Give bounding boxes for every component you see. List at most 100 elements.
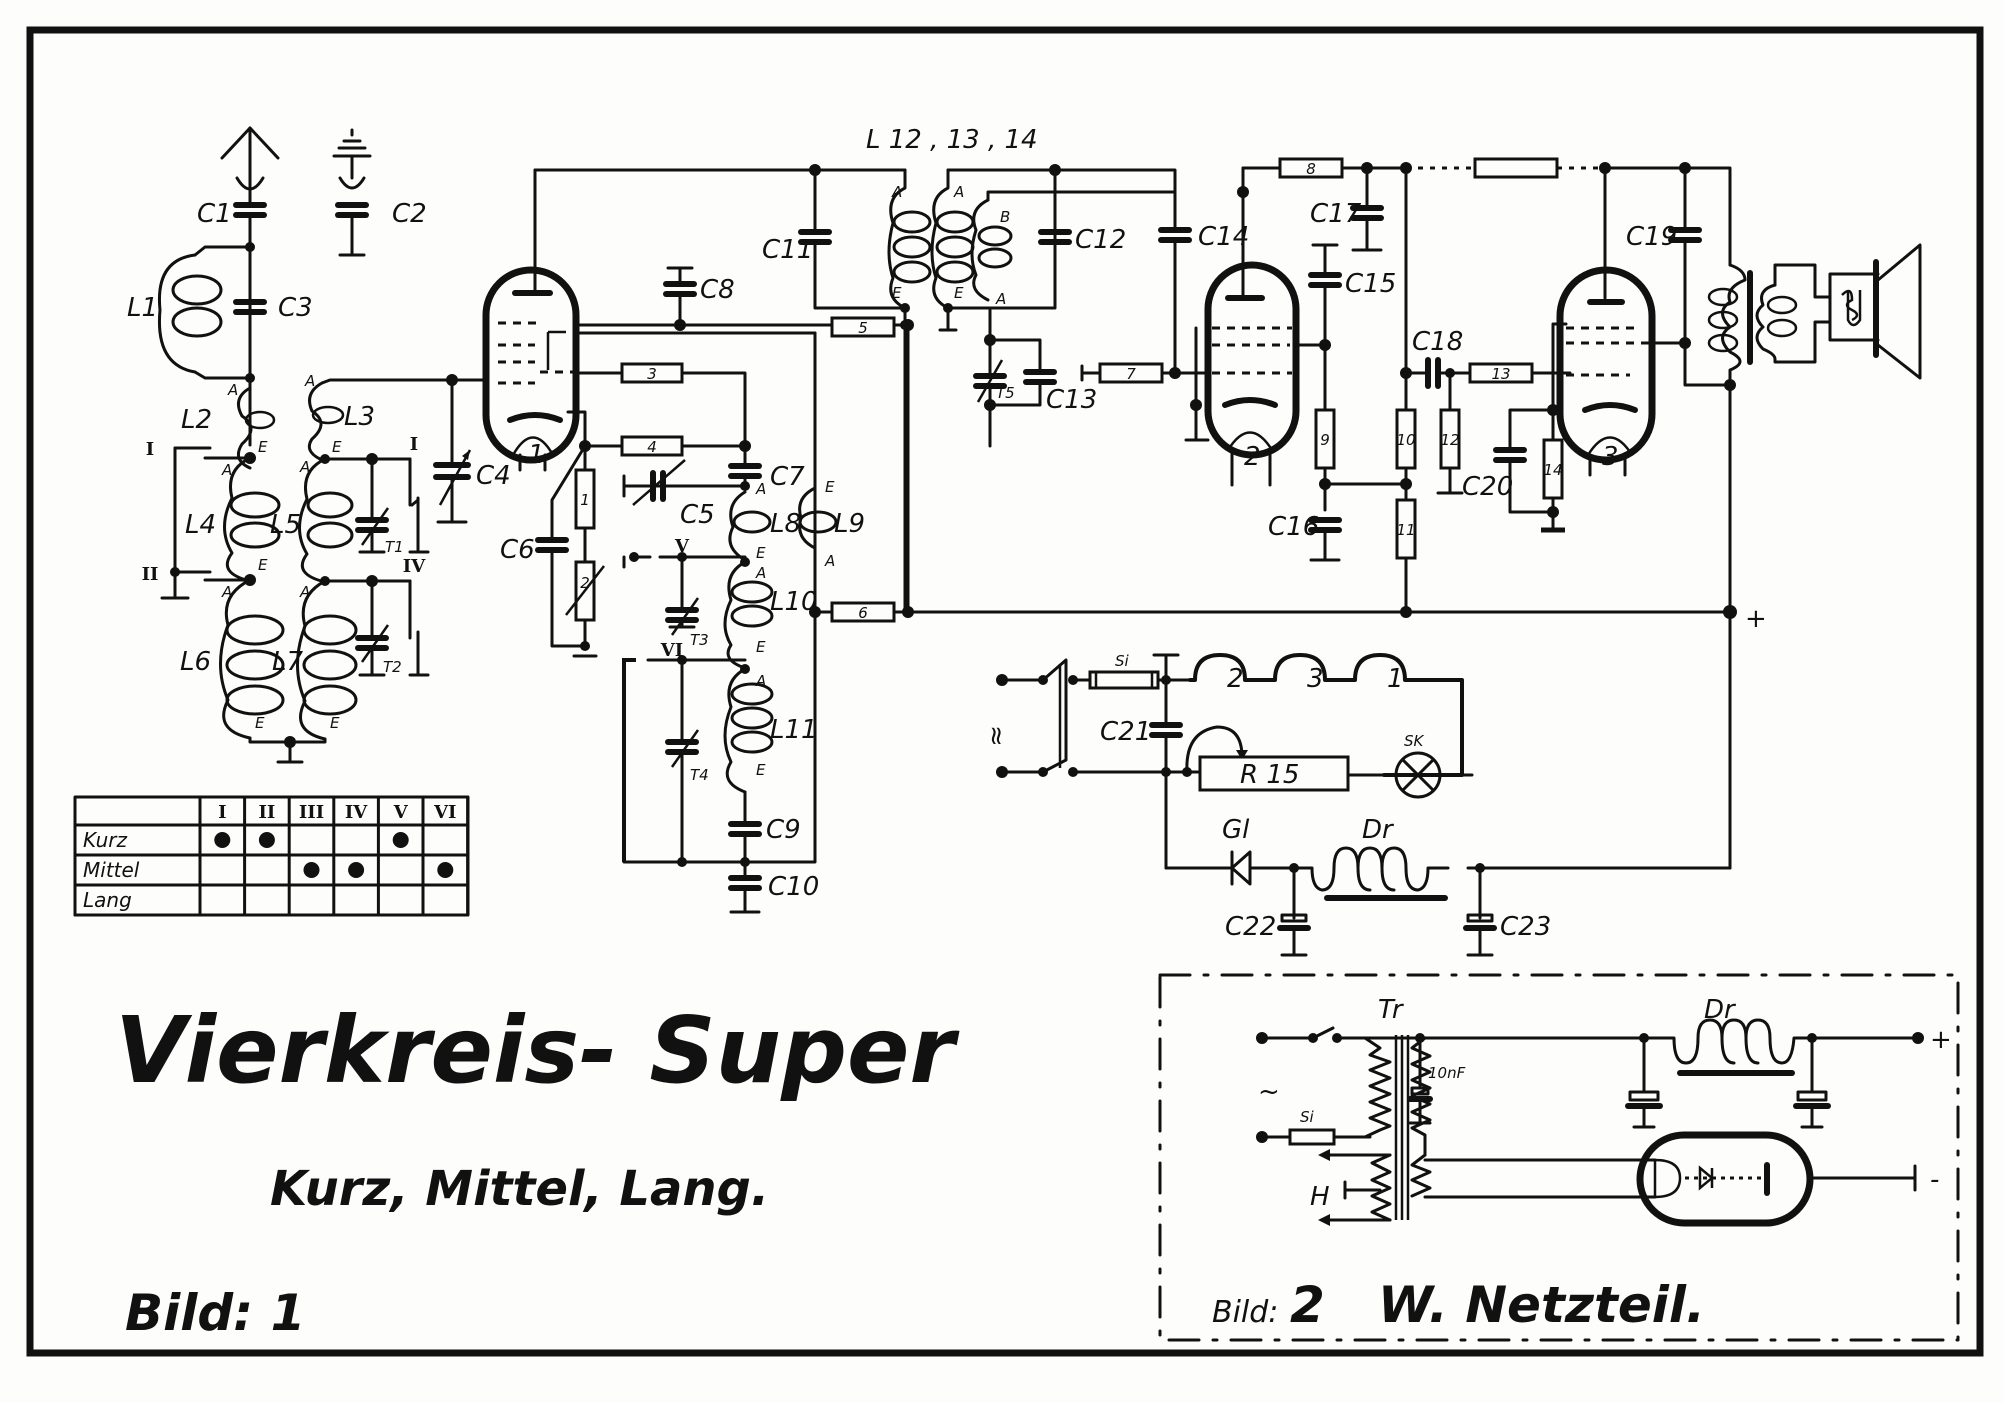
svg-text:A: A xyxy=(227,381,238,399)
svg-text:E: E xyxy=(892,284,902,302)
nt-filter-cap-1 xyxy=(1625,1036,1663,1129)
coil-l1: L1 xyxy=(127,245,252,380)
svg-text:E: E xyxy=(255,714,265,732)
heater-bulbs: 2 3 1 xyxy=(1188,653,1464,777)
mains-switch: ≈ xyxy=(981,658,1078,778)
svg-text:E: E xyxy=(756,638,766,656)
svg-text:I: I xyxy=(410,434,418,455)
capacitor-c2: C2 xyxy=(335,199,427,257)
label-l9: L9 xyxy=(834,509,865,539)
svg-text:IV: IV xyxy=(403,556,426,577)
antenna-icon xyxy=(220,126,280,207)
capacitor-c10: C10 xyxy=(728,860,819,914)
label-c6: C6 xyxy=(500,535,535,565)
coil-l4: L4 A E xyxy=(185,456,281,583)
svg-text:T4: T4 xyxy=(690,766,709,784)
trimmer-t1: T1 I xyxy=(323,434,430,556)
svg-text:A: A xyxy=(953,183,964,201)
resistor-16 xyxy=(1406,157,1605,179)
svg-text:13: 13 xyxy=(1491,365,1510,383)
label-c8: C8 xyxy=(700,275,735,305)
label-c20: C20 xyxy=(1462,472,1513,502)
svg-text:A: A xyxy=(824,552,835,570)
svg-text:7: 7 xyxy=(1126,365,1136,383)
capacitor-c15: C15 xyxy=(1308,243,1396,412)
svg-text:9: 9 xyxy=(1320,431,1330,449)
svg-text:Gl: Gl xyxy=(1222,815,1250,845)
table-contact-closed-dot xyxy=(258,832,275,848)
resistor-6: 6 xyxy=(813,601,910,623)
label-l4: L4 xyxy=(185,510,216,540)
svg-text:1: 1 xyxy=(1387,664,1404,694)
svg-text:11: 11 xyxy=(1396,521,1415,539)
label-l11: L11 xyxy=(770,715,818,745)
svg-text:3: 3 xyxy=(1307,664,1324,694)
label-c9: C9 xyxy=(766,815,801,845)
capacitor-c16: C16 xyxy=(1268,512,1342,562)
capacitor-c23: C23 xyxy=(1463,866,1551,957)
svg-text:E: E xyxy=(330,714,340,732)
table-contact-closed-dot xyxy=(392,832,409,848)
output-transformer xyxy=(1707,263,1832,387)
label-c5: C5 xyxy=(680,500,715,530)
label-l3: L3 xyxy=(344,402,375,432)
page-frame xyxy=(26,26,1984,1357)
resistor-7: 7 xyxy=(1080,362,1212,384)
label-c16: C16 xyxy=(1268,512,1319,542)
capacitor-c18: C18 xyxy=(1404,327,1472,389)
svg-text:6: 6 xyxy=(858,604,868,622)
document-title: Vierkreis- Super xyxy=(115,997,960,1104)
coil-l11: L11 A E xyxy=(723,667,818,794)
table-column-header: II xyxy=(258,802,275,823)
capacitor-c17: C17 xyxy=(1310,166,1384,252)
svg-text:12: 12 xyxy=(1440,431,1459,449)
svg-text:2: 2 xyxy=(1227,664,1244,694)
svg-text:A: A xyxy=(755,672,766,690)
label-c19: C19 xyxy=(1626,222,1677,252)
figure-1-label: Bild: 1 xyxy=(125,1284,305,1342)
label-l6: L6 xyxy=(180,647,211,677)
table-contact-closed-dot xyxy=(214,832,231,848)
label-c13: C13 xyxy=(1046,385,1097,415)
svg-text:3: 3 xyxy=(647,365,657,383)
label-c14: C14 xyxy=(1198,222,1249,252)
label-tube-1: 1 xyxy=(528,440,545,470)
capacitor-c14: C14 xyxy=(1158,222,1249,375)
svg-text:10nF: 10nF xyxy=(1428,1064,1466,1082)
fuse-si: Si xyxy=(1071,652,1192,690)
rectifier-gl: Gl xyxy=(1222,815,1296,886)
capacitor-c7: C7 xyxy=(728,444,805,492)
nt-fuse: Si xyxy=(1260,1108,1372,1146)
capacitor-c5-variable: C5 xyxy=(622,459,747,530)
label-tube-2: 2 xyxy=(1244,442,1261,472)
label-c11: C11 xyxy=(762,235,813,265)
svg-text:B: B xyxy=(1000,208,1010,226)
label-l8: L8 xyxy=(770,509,801,539)
resistor-11: 11 xyxy=(1395,498,1417,614)
label-l5: L5 xyxy=(270,510,301,540)
table-column-header: IV xyxy=(345,802,368,823)
ground-antenna-icon xyxy=(332,128,372,190)
trimmer-t2: T2 IV xyxy=(323,556,430,677)
trimmer-t3: T3 V xyxy=(622,536,747,649)
svg-text:A: A xyxy=(755,480,766,498)
coil-l5: L5 A xyxy=(270,457,354,584)
svg-text:10: 10 xyxy=(1396,431,1415,449)
resistor-r15: R 15 xyxy=(1185,725,1397,792)
label-c12: C12 xyxy=(1075,225,1126,255)
nt-transformer: Tr H xyxy=(1310,995,1432,1226)
svg-text:Si: Si xyxy=(1115,652,1130,670)
table-contact-closed-dot xyxy=(303,862,320,878)
resistor-14: 14 xyxy=(1541,408,1565,533)
svg-text:E: E xyxy=(756,544,766,562)
svg-text:VI: VI xyxy=(660,640,683,661)
coil-l6: L6 A E xyxy=(180,578,285,740)
capacitor-c9: C9 xyxy=(728,790,801,864)
choke-dr: Dr xyxy=(1292,815,1732,901)
svg-text:-: - xyxy=(1930,1165,1939,1195)
figure-2-title: W. Netzteil. xyxy=(1378,1276,1705,1334)
coil-l2: L2 A E xyxy=(181,376,276,470)
if-transformer-l12-13-14: L 12 , 13 , 14 C11 A A E E B A xyxy=(762,125,1177,614)
